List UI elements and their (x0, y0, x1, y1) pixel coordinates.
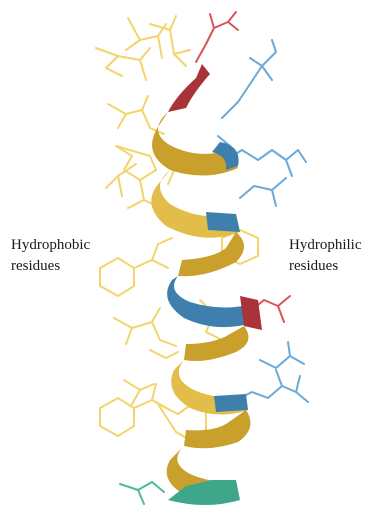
alpha-helix-ribbon-icon (151, 64, 262, 505)
hydrophobic-label-line-2: residues (11, 256, 90, 277)
hydrophobic-residues-label: Hydrophobic residues (11, 235, 90, 277)
terminus-side-chain (120, 482, 164, 504)
hydrophilic-residues-label: Hydrophilic residues (289, 235, 362, 277)
hydrophobic-label-line-1: Hydrophobic (11, 235, 90, 256)
hydrophilic-label-line-2: residues (289, 256, 362, 277)
hydrophilic-label-line-1: Hydrophilic (289, 235, 362, 256)
